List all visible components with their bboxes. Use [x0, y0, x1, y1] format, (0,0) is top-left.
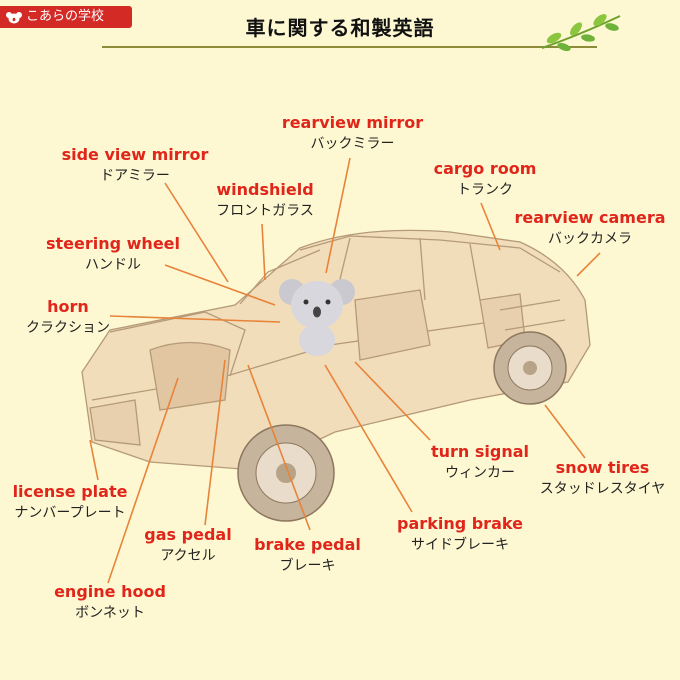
front-wheel: [238, 425, 334, 521]
label-en: turn signal: [420, 442, 540, 462]
label-en: gas pedal: [138, 525, 238, 545]
label-en: side view mirror: [55, 145, 215, 165]
label-ja: ブレーキ: [245, 555, 370, 577]
label-rearview-mirror: rearview mirror バックミラー: [270, 113, 435, 155]
label-en: rearview mirror: [270, 113, 435, 133]
label-ja: ドアミラー: [55, 165, 215, 187]
label-ja: ハンドル: [38, 254, 188, 276]
label-steering-wheel: steering wheel ハンドル: [38, 234, 188, 276]
label-en: brake pedal: [245, 535, 370, 555]
label-ja: サイドブレーキ: [390, 534, 530, 556]
label-parking-brake: parking brake サイドブレーキ: [390, 514, 530, 556]
label-gas-pedal: gas pedal アクセル: [138, 525, 238, 567]
label-en: horn: [18, 297, 118, 317]
label-brake-pedal: brake pedal ブレーキ: [245, 535, 370, 577]
label-ja: クラクション: [18, 317, 118, 339]
label-ja: トランク: [425, 179, 545, 201]
label-en: cargo room: [425, 159, 545, 179]
label-en: engine hood: [45, 582, 175, 602]
label-en: snow tires: [535, 458, 670, 478]
leader-windshield: [262, 224, 265, 280]
label-ja: フロントガラス: [205, 200, 325, 222]
label-rearview-camera: rearview camera バックカメラ: [505, 208, 675, 250]
leader-license-plate: [90, 440, 98, 480]
label-windshield: windshield フロントガラス: [205, 180, 325, 222]
label-ja: ウィンカー: [420, 462, 540, 484]
label-ja: ボンネット: [45, 602, 175, 624]
leader-rearview-camera: [577, 253, 600, 276]
label-ja: ナンバープレート: [5, 502, 135, 524]
label-turn-signal: turn signal ウィンカー: [420, 442, 540, 484]
label-ja: バックミラー: [270, 133, 435, 155]
label-ja: バックカメラ: [505, 228, 675, 250]
label-en: windshield: [205, 180, 325, 200]
label-engine-hood: engine hood ボンネット: [45, 582, 175, 624]
label-cargo-room: cargo room トランク: [425, 159, 545, 201]
leader-snow-tires: [545, 405, 585, 458]
label-ja: スタッドレスタイヤ: [535, 478, 670, 500]
label-en: license plate: [5, 482, 135, 502]
label-ja: アクセル: [138, 545, 238, 567]
label-en: rearview camera: [505, 208, 675, 228]
rear-wheel: [494, 332, 566, 404]
label-horn: horn クラクション: [18, 297, 118, 339]
label-side-view-mirror: side view mirror ドアミラー: [55, 145, 215, 187]
label-snow-tires: snow tires スタッドレスタイヤ: [535, 458, 670, 500]
label-en: steering wheel: [38, 234, 188, 254]
label-license-plate: license plate ナンバープレート: [5, 482, 135, 524]
label-en: parking brake: [390, 514, 530, 534]
